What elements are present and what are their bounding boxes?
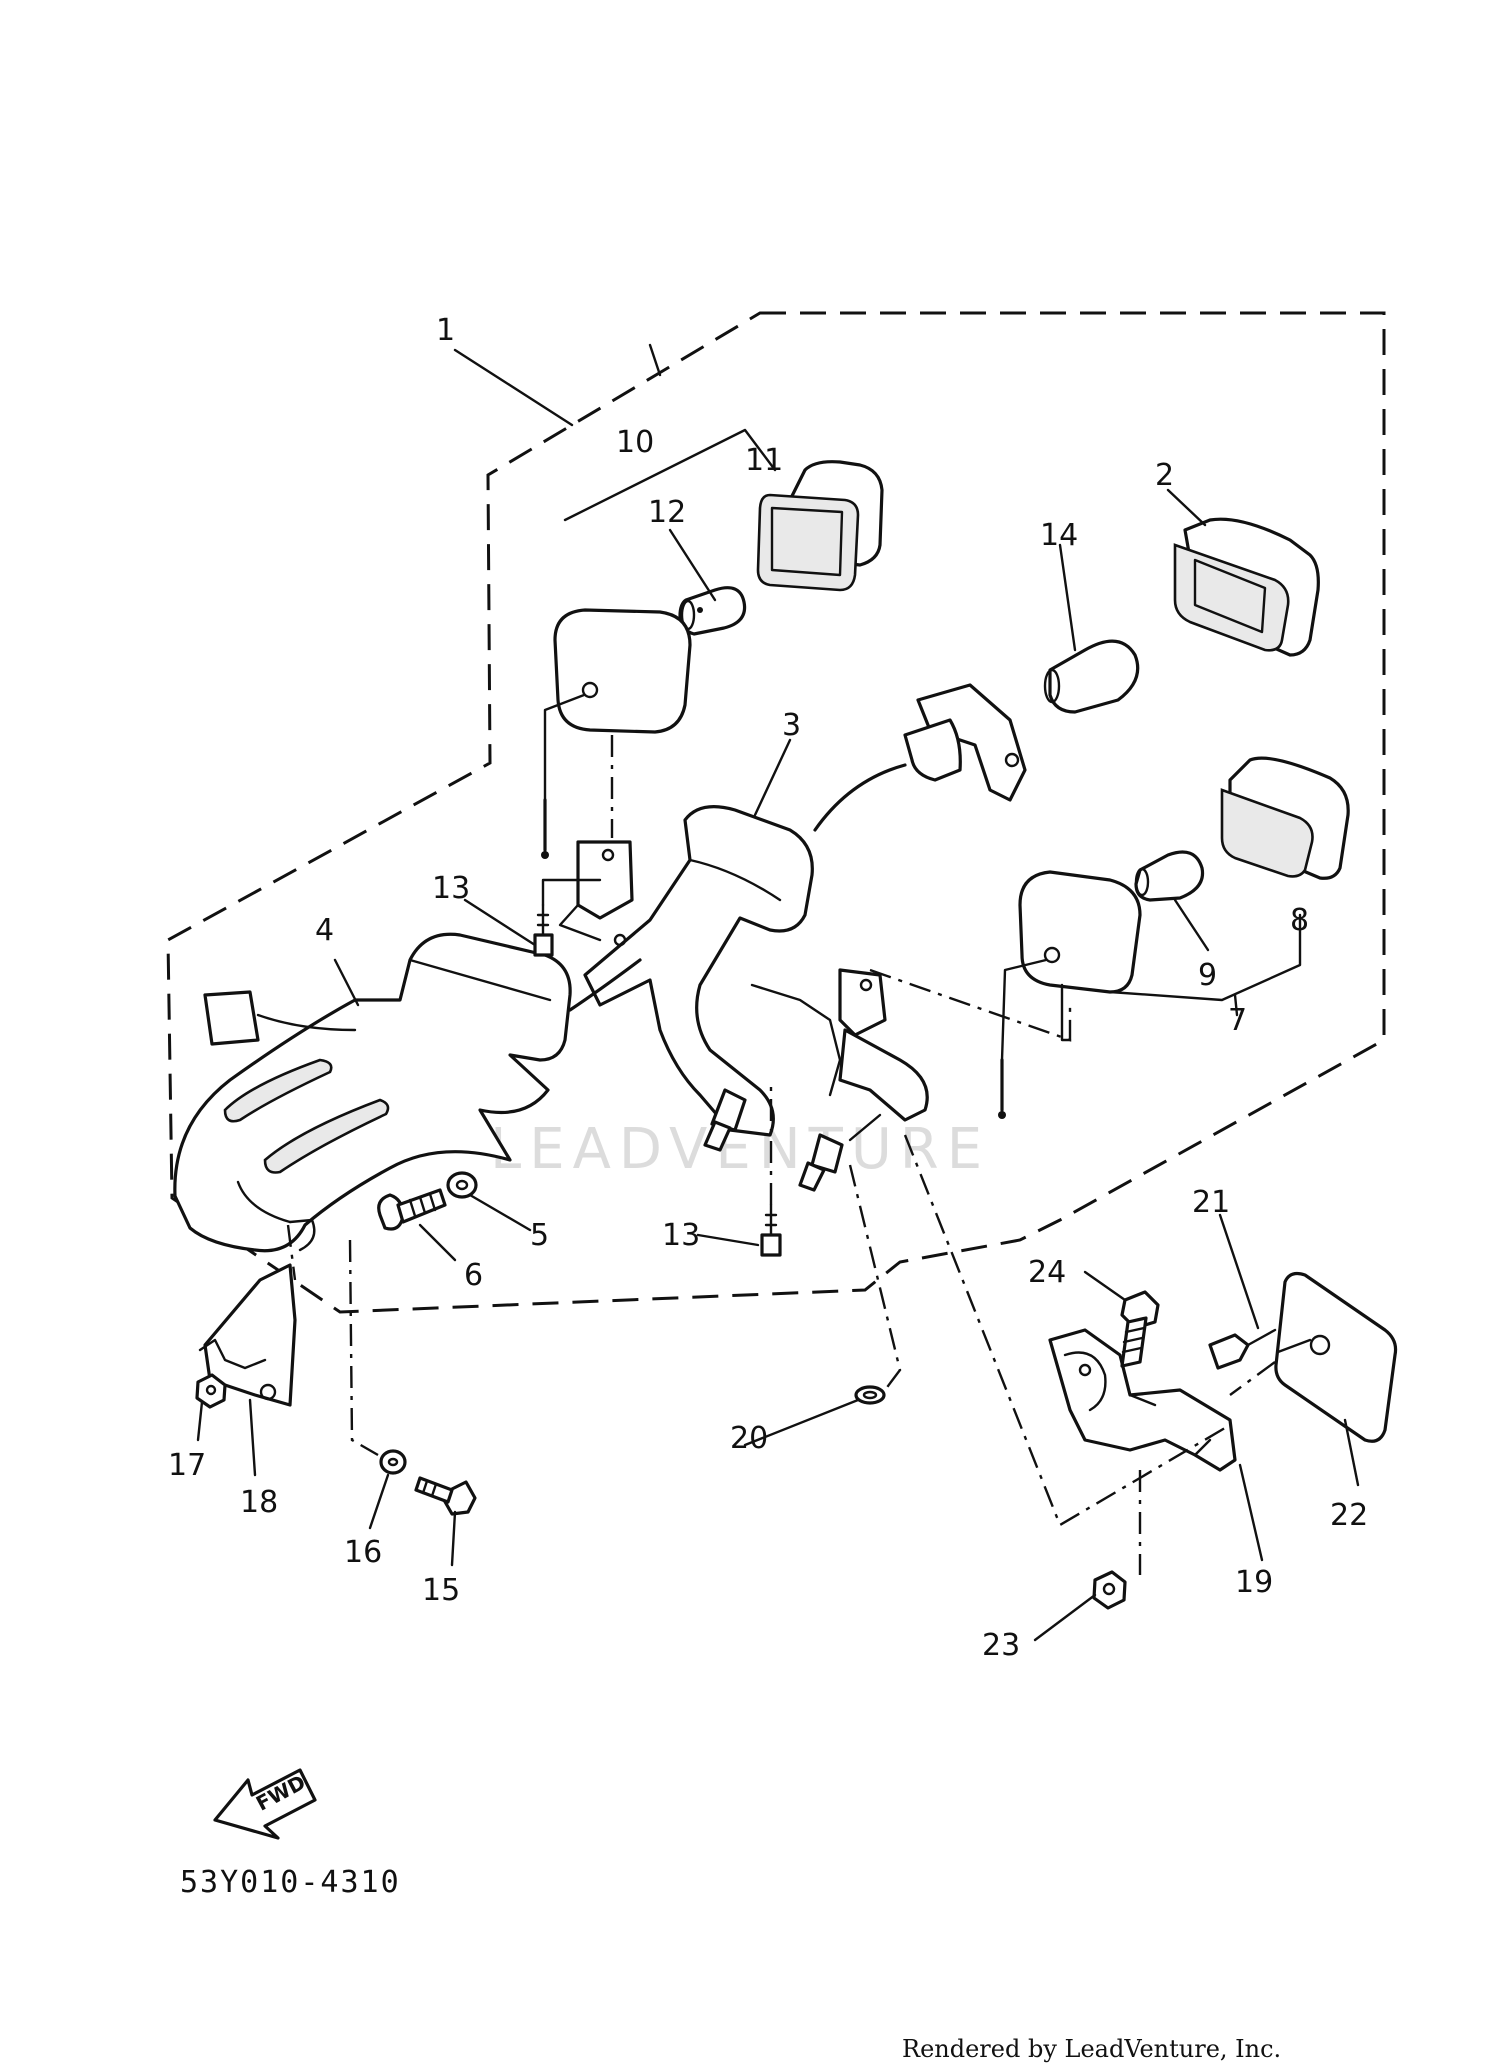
part-13a-screw [533, 903, 554, 957]
callout-15: 15 [422, 1573, 460, 1608]
callout-12: 12 [648, 495, 686, 530]
part-23-nut [1092, 1570, 1127, 1610]
part-16-washer [379, 1449, 407, 1475]
part-12-bulb [678, 586, 747, 636]
callout-17: 17 [168, 1448, 206, 1483]
callout-3: 3 [782, 708, 801, 743]
diagram-code: 53Y010-4310 [180, 1865, 401, 1900]
callout-19: 19 [1235, 1565, 1273, 1600]
part-13b-screw [760, 1203, 782, 1257]
leader-lines [196, 343, 1360, 1642]
part-7-flasher-housing [998, 870, 1142, 1119]
part-10-flasher-housing [541, 608, 692, 859]
callout-9: 9 [1198, 958, 1217, 993]
part-6-screw [377, 1188, 447, 1231]
callout-11: 11 [745, 443, 783, 478]
guide-4-18 [286, 1224, 297, 1281]
part-20-o-ring [854, 1385, 886, 1405]
part-21-clip [1208, 1328, 1277, 1370]
callout-8: 8 [1290, 903, 1309, 938]
part-15-bolt [414, 1476, 477, 1516]
part-3-socket [813, 683, 1027, 832]
fwd-arrow-icon: FWD [213, 1768, 317, 1840]
callout-14: 14 [1040, 518, 1078, 553]
guide-22-19 [1229, 1361, 1276, 1396]
part-9-bulb [1134, 850, 1205, 902]
guide-3-20 [848, 1164, 902, 1391]
callout-6: 6 [464, 1258, 483, 1293]
part-3-main-bracket [583, 805, 929, 1192]
callout-1: 1 [436, 313, 455, 348]
callout-20: 20 [730, 1421, 768, 1456]
guide-7-bracket [869, 968, 1072, 1042]
callout-4: 4 [315, 913, 334, 948]
guide-3-19 [903, 1134, 1231, 1527]
guide-5-16 [348, 1239, 379, 1457]
part-17-nut [195, 1373, 227, 1409]
callout-16: 16 [344, 1535, 382, 1570]
callout-24: 24 [1028, 1255, 1066, 1290]
callout-7: 7 [1228, 1003, 1247, 1038]
callout-23: 23 [982, 1628, 1020, 1663]
part-18-bracket [198, 1263, 297, 1407]
part-2-lens [1173, 517, 1320, 657]
callout-2: 2 [1155, 458, 1174, 493]
guide-13a [541, 878, 602, 907]
assembly-boundary [166, 311, 1386, 1314]
part-5-washer [446, 1171, 478, 1199]
callout-13a: 13 [432, 871, 470, 906]
callout-13b: 13 [662, 1218, 700, 1253]
callout-5: 5 [530, 1218, 549, 1253]
part-14-bulb [1043, 639, 1140, 714]
callout-22: 22 [1330, 1498, 1368, 1533]
part-8-lens [1220, 756, 1350, 880]
part-22-reflector [1274, 1271, 1398, 1443]
part-24-bolt [1120, 1290, 1160, 1368]
callout-10: 10 [616, 425, 654, 460]
part-4-rear-cover [173, 932, 642, 1253]
bracket-left-flasher [558, 840, 634, 942]
callout-21: 21 [1192, 1185, 1230, 1220]
render-credit: Rendered by LeadVenture, Inc. [902, 2035, 1281, 2063]
part-11-lens [756, 460, 884, 592]
callout-18: 18 [240, 1485, 278, 1520]
